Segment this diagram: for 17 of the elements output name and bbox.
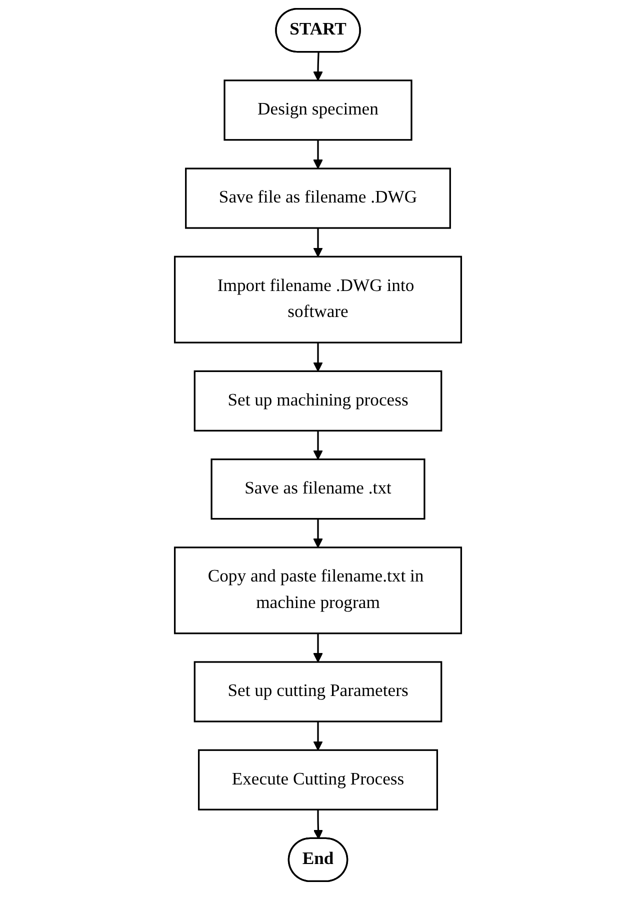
node-box: Execute Cutting Process bbox=[198, 749, 438, 810]
node-box: Copy and paste filename.txt in machine program bbox=[174, 546, 462, 634]
arrow bbox=[313, 52, 323, 81]
arrow bbox=[313, 342, 323, 372]
arrow bbox=[313, 430, 323, 460]
node-box: Design specimen bbox=[224, 80, 412, 141]
node-box: Set up cutting Parameters bbox=[194, 661, 442, 722]
node-box: Save file as filename .DWG bbox=[185, 168, 451, 229]
node-box: Import filename .DWG into software bbox=[174, 256, 462, 344]
node-box: Save as filename .txt bbox=[210, 458, 426, 520]
arrow bbox=[313, 633, 323, 662]
arrow bbox=[313, 721, 323, 751]
arrow bbox=[313, 228, 323, 258]
node-box: Set up machining process bbox=[194, 370, 442, 432]
arrow bbox=[313, 810, 324, 840]
arrow bbox=[313, 140, 323, 169]
arrow bbox=[313, 518, 323, 548]
